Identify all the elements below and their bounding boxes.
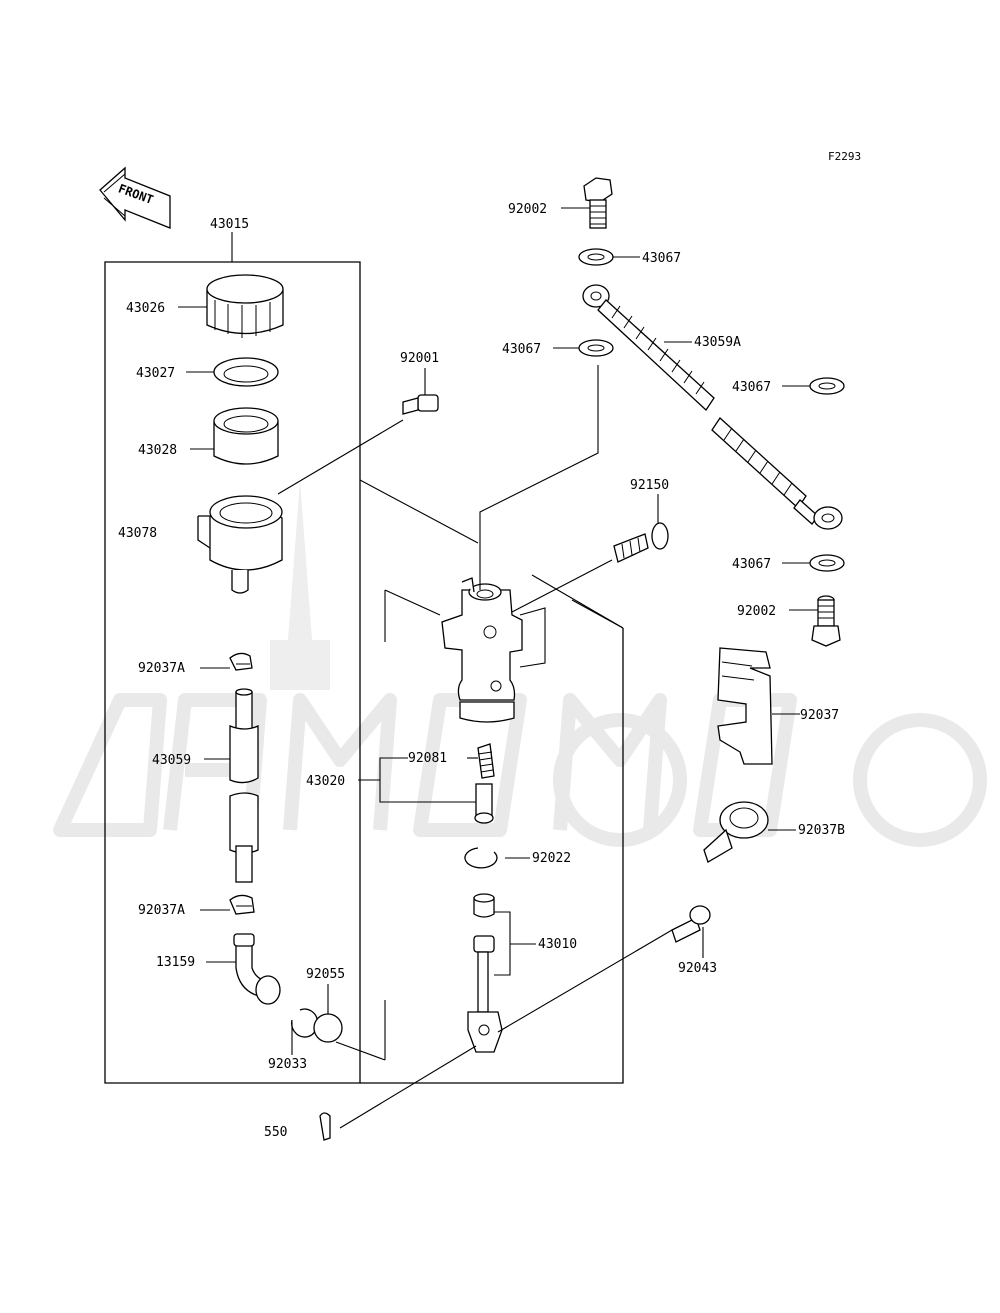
part-43067-washer-d (809, 554, 845, 572)
part-92022-circlip (464, 847, 498, 869)
part-43027-diaphragm (213, 357, 279, 387)
part-92037b-clamp (703, 801, 769, 863)
label-43028: 43028 (138, 443, 177, 458)
part-92001-screw (402, 394, 439, 415)
label-43026: 43026 (126, 301, 165, 316)
label-92150: 92150 (630, 478, 669, 493)
label-92043: 92043 (678, 961, 717, 976)
part-43010-pushrod (467, 893, 503, 1053)
label-43067-c: 43067 (732, 380, 771, 395)
label-550: 550 (264, 1125, 287, 1140)
part-92037a-clamp-top (229, 652, 253, 671)
label-92002-bottom: 92002 (737, 604, 776, 619)
part-92002-bolt-top (583, 177, 613, 229)
part-43020-piston (474, 783, 494, 824)
label-92033: 92033 (268, 1057, 307, 1072)
label-92081: 92081 (408, 751, 447, 766)
part-43059-hose (229, 688, 259, 883)
label-92055: 92055 (306, 967, 345, 982)
part-master-cylinder-body (441, 577, 523, 723)
part-13159-elbow (233, 933, 281, 1005)
label-43067-b: 43067 (502, 342, 541, 357)
label-43067-d: 43067 (732, 557, 771, 572)
part-92150-bolt (613, 522, 669, 563)
label-43015: 43015 (210, 217, 249, 232)
label-13159: 13159 (156, 955, 195, 970)
part-92037a-clamp-bottom (229, 894, 255, 915)
label-43059a: 43059A (694, 335, 741, 350)
part-550-cotter-pin (319, 1112, 331, 1141)
part-43026-cap (206, 274, 284, 338)
label-43078: 43078 (118, 526, 157, 541)
part-92081-spring (477, 743, 495, 779)
part-43078-reservoir (197, 495, 283, 594)
part-92002-bleeder (811, 595, 841, 647)
part-92033-circlip (291, 1008, 319, 1038)
label-92001: 92001 (400, 351, 439, 366)
label-43010: 43010 (538, 937, 577, 952)
label-43059: 43059 (152, 753, 191, 768)
label-43067-a: 43067 (642, 251, 681, 266)
part-43067-washer-a (578, 248, 614, 266)
part-92055-oring (313, 1013, 343, 1043)
label-92037: 92037 (800, 708, 839, 723)
figure-code: F2293 (828, 150, 861, 163)
front-arrow-icon: FRONT (99, 166, 171, 229)
watermark-logo (53, 480, 987, 847)
label-92037a-top: 92037A (138, 661, 185, 676)
part-43059a-brake-hose (582, 284, 843, 530)
part-43067-washer-c (809, 377, 845, 395)
part-92043-pin (671, 905, 711, 943)
part-43067-washer-b (578, 339, 614, 357)
label-43027: 43027 (136, 366, 175, 381)
label-92037b: 92037B (798, 823, 845, 838)
label-43020: 43020 (306, 774, 345, 789)
label-92002-top: 92002 (508, 202, 547, 217)
part-92037-clamp (717, 647, 773, 765)
label-92037a-bottom: 92037A (138, 903, 185, 918)
label-92022: 92022 (532, 851, 571, 866)
part-43028-plate (213, 407, 279, 465)
